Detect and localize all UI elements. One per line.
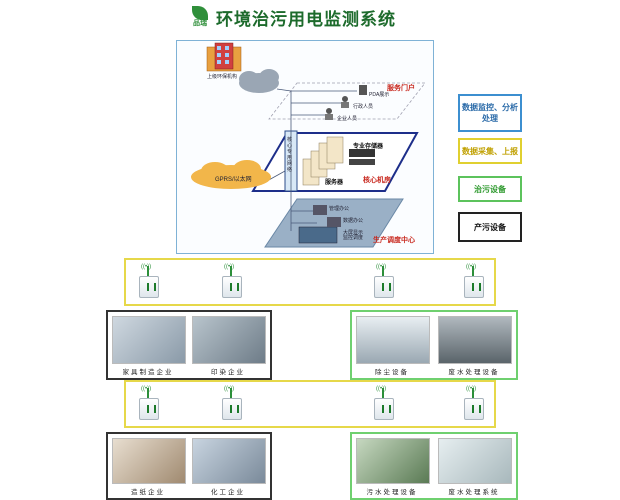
paper-factory-photo: [112, 438, 186, 484]
collector-device: ((•)): [462, 386, 484, 420]
gprs-cloud-icon: [191, 160, 271, 189]
pda-label: PDA展示: [369, 92, 390, 98]
network-diagram-svg: [191, 42, 426, 248]
cloud-icon: [239, 69, 279, 93]
core-network-label: 核心专用网络: [287, 137, 293, 173]
monitor-wall-icon: [298, 226, 338, 244]
collector-row-1: [124, 258, 496, 306]
staff-label: 企业人员: [337, 116, 358, 122]
title-bar: 品瑞 环境治污用电监测系统: [190, 4, 396, 30]
chemical-factory-photo: [192, 438, 266, 484]
company-logo: 品瑞: [190, 6, 210, 28]
admin-person-icon: [341, 96, 349, 108]
staff-person-icon: [325, 108, 333, 120]
equipment-caption: 化工企业: [211, 489, 245, 496]
core-room-label: 核心机房: [363, 177, 391, 184]
equipment-caption: 废水处理系统: [448, 489, 500, 496]
legend-control-equipment: 治污设备: [458, 176, 522, 202]
dyeing-factory-photo: [192, 316, 266, 364]
office3-label: 大屏显示 监控调度: [343, 230, 364, 241]
pda-icon: [359, 85, 367, 95]
control-group-1: 除尘设备 废水处理设备: [350, 310, 518, 380]
service-plane: [268, 82, 426, 120]
legend-collect: 数据采集、上报: [458, 138, 522, 164]
equipment-caption: 废水处理设备: [448, 369, 500, 376]
collector-device: ((•)): [137, 386, 159, 420]
dust-removal-photo: [356, 316, 430, 364]
collector-row-2: [124, 380, 496, 428]
gprs-label: GPRS/以太网: [215, 177, 252, 183]
wastewater-system-photo: [438, 438, 512, 484]
server-rack-icon: [302, 136, 344, 186]
equipment-caption: 造纸企业: [131, 489, 165, 496]
collector-device: ((•)): [462, 264, 484, 298]
pollution-group-2: 造纸企业 化工企业: [106, 432, 272, 500]
page-title: 环境治污用电监测系统: [216, 9, 396, 29]
collector-device: ((•)): [372, 386, 394, 420]
collector-device: ((•)): [372, 264, 394, 298]
storage-label: 专业存储器: [353, 144, 384, 150]
network-diagram-frame: 上级环保机构 服务门户 PDA展示 行政人员 企业人员 核心专用网络 专业存储器…: [176, 40, 434, 254]
wastewater-photo: [438, 316, 512, 364]
office-desk-icon: [313, 205, 341, 227]
equipment-caption: 家具制造企业: [122, 369, 174, 376]
equipment-caption: 除尘设备: [375, 369, 409, 376]
office2-label: 数据办公: [343, 218, 364, 224]
legend-pollution-equipment: 产污设备: [458, 212, 522, 242]
logo-text: 品瑞: [193, 20, 207, 27]
top-org-label: 上级环保机构: [207, 74, 238, 80]
furniture-factory-photo: [112, 316, 186, 364]
collector-device: ((•)): [220, 264, 242, 298]
leaf-icon: [192, 6, 208, 20]
sewage-equipment-photo: [356, 438, 430, 484]
admin-label: 行政人员: [353, 104, 374, 110]
pollution-group-1: 家具制造企业 印染企业: [106, 310, 272, 380]
control-group-2: 污水处理设备 废水处理系统: [350, 432, 518, 500]
legend-monitor: 数据监控、分析处理: [458, 94, 522, 132]
dispatch-center-label: 生产调度中心: [373, 237, 415, 244]
building-icon: [206, 42, 242, 72]
office1-label: 管理办公: [329, 206, 350, 212]
storage-device-icon: [349, 149, 375, 165]
equipment-caption: 污水处理设备: [366, 489, 418, 496]
service-portal-label: 服务门户: [387, 85, 415, 92]
collector-device: ((•)): [137, 264, 159, 298]
collector-device: ((•)): [220, 386, 242, 420]
equipment-caption: 印染企业: [211, 369, 245, 376]
server-label: 服务器: [325, 180, 344, 186]
